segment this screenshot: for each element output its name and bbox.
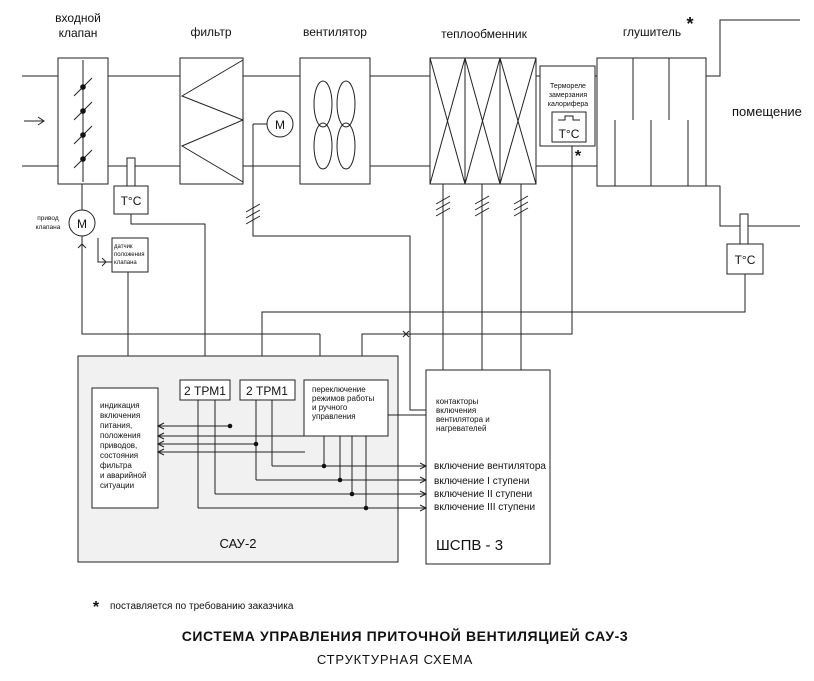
diagram-subtitle: СТРУКТУРНАЯ СХЕМА (317, 652, 473, 667)
frost-relay-asterisk: * (575, 148, 582, 165)
inlet-valve: входной клапан (55, 11, 109, 185)
footer: * поставляется по требованию заказчика С… (93, 599, 628, 667)
frost-relay-label-1: Термореле (550, 83, 586, 90)
inlet-valve-label-2: клапан (59, 26, 98, 40)
output-stage-2: включение II ступени (434, 489, 532, 500)
filter-label: фильтр (190, 25, 231, 39)
trm1-a-block (179, 379, 231, 401)
room-temp-sensor: T°C (726, 213, 764, 275)
frost-relay-temp-symbol: T°C (559, 127, 580, 141)
fan-label: вентилятор (303, 25, 367, 39)
contactors-text: контакторы включения вентилятора и нагре… (436, 397, 492, 433)
silencer-asterisk: * (686, 14, 693, 34)
trm1-b-block (239, 379, 296, 401)
footnote-text: поставляется по требованию заказчика (110, 600, 294, 612)
diagram-title: СИСТЕМА УПРАВЛЕНИЯ ПРИТОЧНОЙ ВЕНТИЛЯЦИЕЙ… (182, 627, 629, 644)
valve-pos-label-1: датчик (114, 244, 133, 250)
mode-switch-text: переключение режимов работы и ручного уп… (312, 385, 376, 421)
output-fan: включение вентилятора (434, 461, 546, 472)
fan-motor: M (266, 110, 294, 138)
valve-drive-label-1: привод (37, 215, 59, 222)
cabinet-shspv3: контакторы включения вентилятора и нагре… (425, 369, 551, 565)
trm1-b-label: 2 ТРМ1 (246, 384, 288, 398)
control-buses (156, 400, 428, 512)
valve-motor-symbol: M (77, 217, 87, 231)
silencer: глушитель * (596, 14, 707, 187)
output-stage-1: включение I ступени (434, 476, 529, 487)
mode-switch-block (303, 379, 389, 437)
valve-drive: M привод клапана (36, 184, 96, 237)
cabinet-sau2: индикация включения питания, положения п… (77, 355, 399, 563)
frost-relay: Термореле замерзания калорифера T°C * (539, 65, 596, 165)
room-temp-symbol: T°C (735, 253, 756, 267)
valve-position-sensor: датчик положения клапана (97, 237, 149, 273)
valve-pos-label-2: положения (114, 252, 145, 258)
valve-blades (73, 77, 93, 169)
trm1-a-label: 2 ТРМ1 (184, 384, 226, 398)
valve-pos-label-3: клапана (114, 260, 137, 266)
motor-symbol: M (275, 118, 285, 132)
footnote-asterisk: * (93, 599, 100, 616)
room-label: помещение (732, 104, 802, 119)
frost-relay-label-2: замерзания (549, 92, 588, 99)
indication-text: индикация включения питания, положения п… (100, 401, 149, 490)
heat-exchanger-label: теплообменник (441, 27, 528, 41)
silencer-label: глушитель (623, 25, 681, 39)
inlet-valve-label-1: входной (55, 11, 101, 25)
filter: фильтр (179, 25, 245, 185)
supply-temp-symbol: T°C (121, 194, 142, 208)
indication-block (91, 387, 159, 509)
valve-drive-label-2: клапана (36, 224, 61, 231)
fan: вентилятор (299, 25, 371, 185)
heat-exchanger: теплообменник (429, 27, 537, 185)
sau2-label: САУ-2 (219, 536, 256, 551)
frost-relay-label-3: калорифера (548, 101, 589, 108)
shspv-label: ШСПВ - 3 (436, 537, 503, 554)
output-stage-3: включение III ступени (434, 502, 535, 513)
